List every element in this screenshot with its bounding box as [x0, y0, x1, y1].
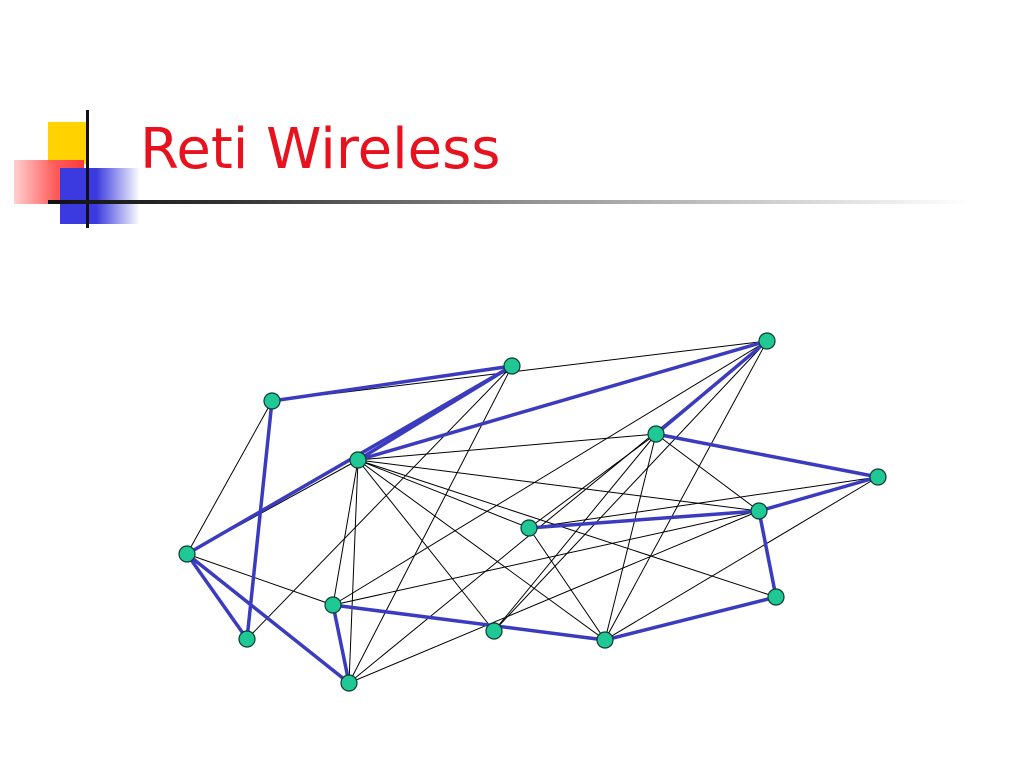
title-underline [48, 200, 968, 204]
route-edge [185, 552, 351, 685]
network-node [340, 674, 358, 692]
network-node [503, 357, 521, 375]
link-edge [332, 459, 359, 606]
link-edge [357, 459, 495, 632]
network-node [869, 468, 887, 486]
network-node [596, 631, 614, 649]
route-edge [331, 603, 351, 685]
yellow-square [48, 122, 88, 164]
link-edge [493, 340, 768, 632]
nodes-group [178, 332, 887, 692]
link-edge [186, 400, 273, 555]
route-edge [603, 595, 778, 642]
network-node [520, 519, 538, 537]
link-edge [604, 340, 768, 641]
link-edge [348, 365, 513, 684]
route-edge [527, 509, 761, 530]
slide-title: Reti Wireless [140, 117, 501, 182]
route-edge [654, 339, 769, 436]
route-edge [270, 364, 514, 403]
link-edge [604, 433, 657, 641]
link-edge [246, 365, 513, 640]
network-node [750, 502, 768, 520]
link-edge [186, 553, 334, 606]
link-edge [655, 433, 760, 512]
link-edge [528, 476, 879, 529]
route-edge [356, 339, 769, 462]
route-edge [245, 399, 274, 641]
route-edge [654, 432, 880, 479]
link-edge [528, 527, 606, 641]
link-edge [271, 340, 768, 402]
link-edge [357, 459, 606, 641]
route-edge [757, 475, 880, 513]
route-edge [757, 509, 778, 599]
link-edge [357, 459, 530, 529]
link-edge [493, 433, 657, 632]
link-edge [348, 459, 359, 684]
network-node [349, 451, 367, 469]
route-edge [185, 552, 249, 641]
bold-edges-group [185, 339, 880, 685]
blue-square [60, 168, 140, 224]
network-node [263, 392, 281, 410]
network-node [758, 332, 776, 350]
vertical-rule [86, 110, 89, 228]
slide-decoration-logo [0, 0, 160, 240]
link-edge [332, 340, 768, 606]
network-node [324, 596, 342, 614]
thin-edges-group [186, 340, 879, 684]
network-node [238, 630, 256, 648]
link-edge [357, 459, 777, 598]
network-node [647, 425, 665, 443]
link-edge [357, 459, 760, 512]
link-edge [604, 476, 879, 641]
network-node [485, 622, 503, 640]
link-edge [528, 433, 657, 529]
network-node [767, 588, 785, 606]
link-edge [332, 510, 760, 606]
link-edge [348, 510, 760, 684]
network-node [178, 545, 196, 563]
route-edge [331, 603, 607, 642]
